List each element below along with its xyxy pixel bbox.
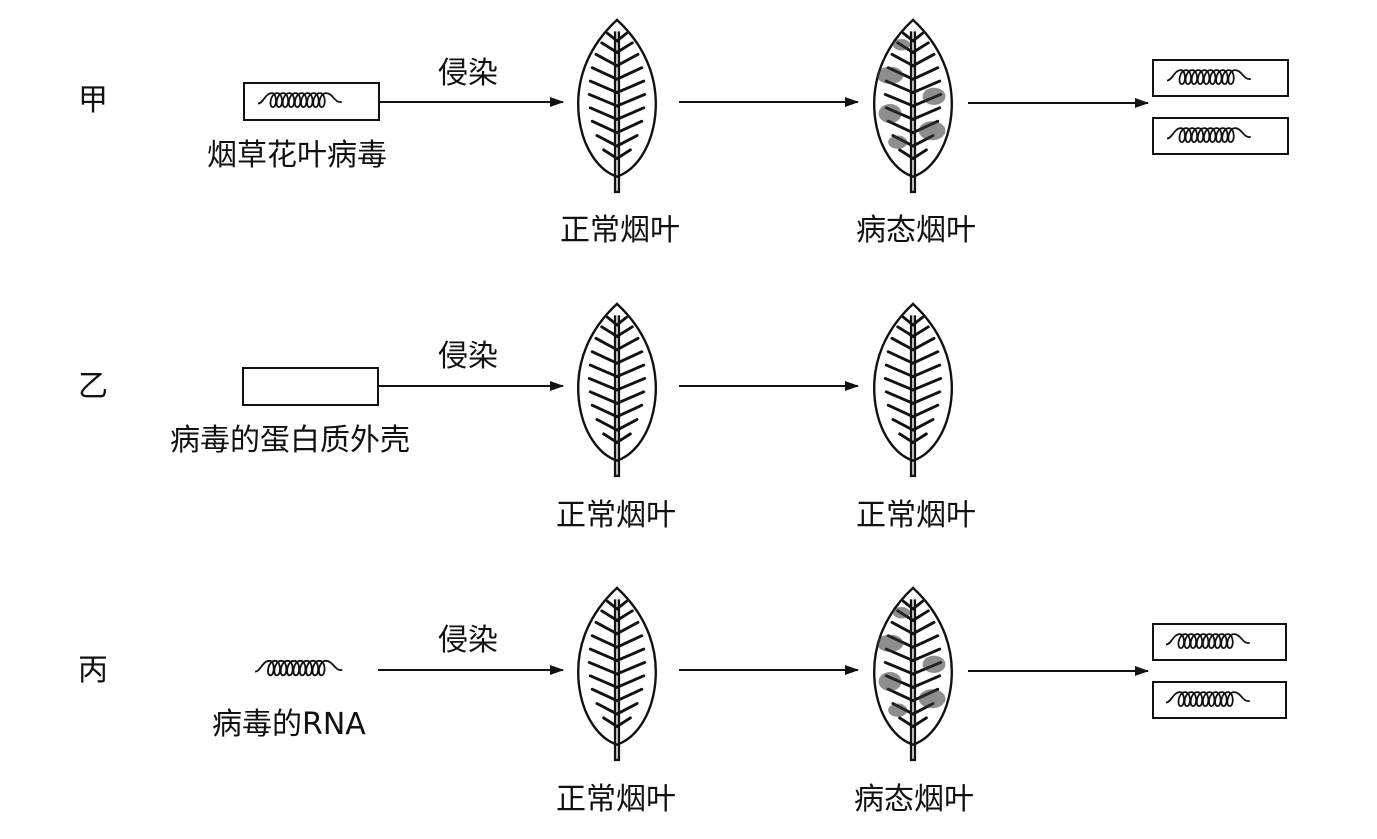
progeny-virus-box <box>1153 624 1286 660</box>
infect-label: 侵染 <box>438 340 498 374</box>
leaf2-label: 病态烟叶 <box>854 783 974 817</box>
leaf2-label: 正常烟叶 <box>856 499 976 533</box>
normal-leaf-icon <box>578 588 656 760</box>
leaf1-label: 正常烟叶 <box>556 783 676 817</box>
virus-box <box>244 83 379 120</box>
progeny-virus-box <box>1153 682 1286 718</box>
leaf1-label: 正常烟叶 <box>556 499 676 533</box>
rna-coil-icon <box>255 661 342 676</box>
leaf2-label: 病态烟叶 <box>856 214 976 248</box>
infect-label: 侵染 <box>438 624 498 658</box>
source-label: 烟草花叶病毒 <box>207 139 387 173</box>
source-label: 病毒的RNA <box>212 708 366 742</box>
normal-leaf-icon <box>578 20 656 192</box>
infect-label: 侵染 <box>438 57 498 91</box>
source-label: 病毒的蛋白质外壳 <box>170 424 410 458</box>
row-label: 甲 <box>78 84 108 118</box>
row-label: 乙 <box>78 370 108 404</box>
protein-capsid-box <box>243 368 378 405</box>
normal-leaf-icon <box>874 304 952 476</box>
progeny-virus-box <box>1153 118 1288 154</box>
progeny-virus-box <box>1153 60 1288 96</box>
normal-leaf-icon <box>578 304 656 476</box>
leaf1-label: 正常烟叶 <box>560 214 680 248</box>
row-label: 丙 <box>78 654 108 688</box>
